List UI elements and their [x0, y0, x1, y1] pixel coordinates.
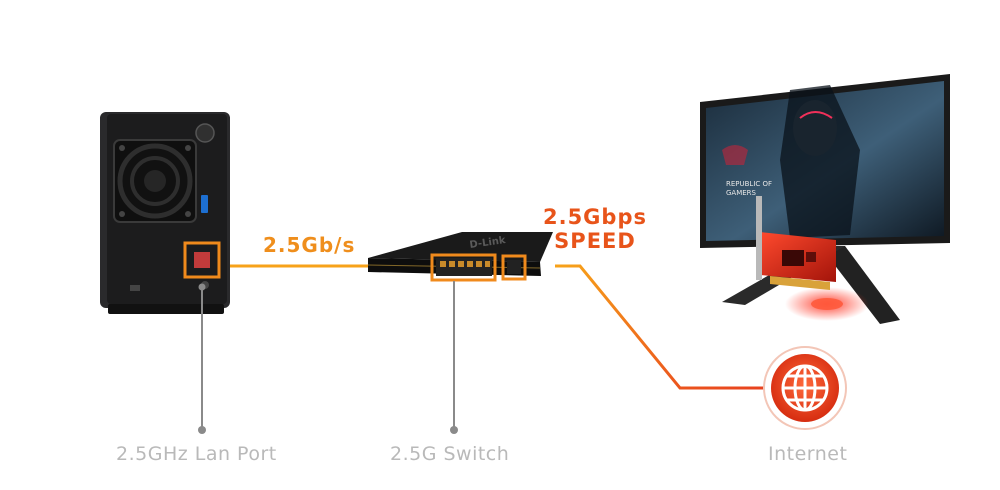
switch-uplink-highlight	[501, 254, 527, 281]
monitor	[700, 74, 950, 324]
caption-leader-switch	[450, 281, 458, 434]
caption-leader-nas	[198, 283, 206, 434]
caption-nas-lan-port: 2.5GHz Lan Port	[116, 443, 277, 465]
speed-headline: 2.5Gbps SPEED	[540, 205, 650, 253]
nas-lan-port	[194, 252, 210, 268]
caption-internet: Internet	[768, 443, 848, 465]
nas-lan-port-highlight	[183, 241, 221, 279]
switch-brand-label: D-Link	[469, 235, 507, 251]
monitor-brand-line-1: REPUBLIC OF	[726, 180, 772, 188]
speed-headline-value: 2.5Gbps	[542, 205, 647, 229]
monitor-brand-line-2: GAMERS	[726, 189, 757, 197]
switch-ports-highlight	[430, 253, 497, 282]
cable-switch-to-internet	[555, 264, 765, 390]
speed-headline-word: SPEED	[554, 229, 636, 253]
caption-switch: 2.5G Switch	[390, 443, 510, 465]
nas-device	[100, 112, 230, 314]
globe-icon	[781, 364, 829, 412]
network-card	[756, 196, 836, 290]
link-speed-label: 2.5Gb/s	[263, 233, 356, 257]
